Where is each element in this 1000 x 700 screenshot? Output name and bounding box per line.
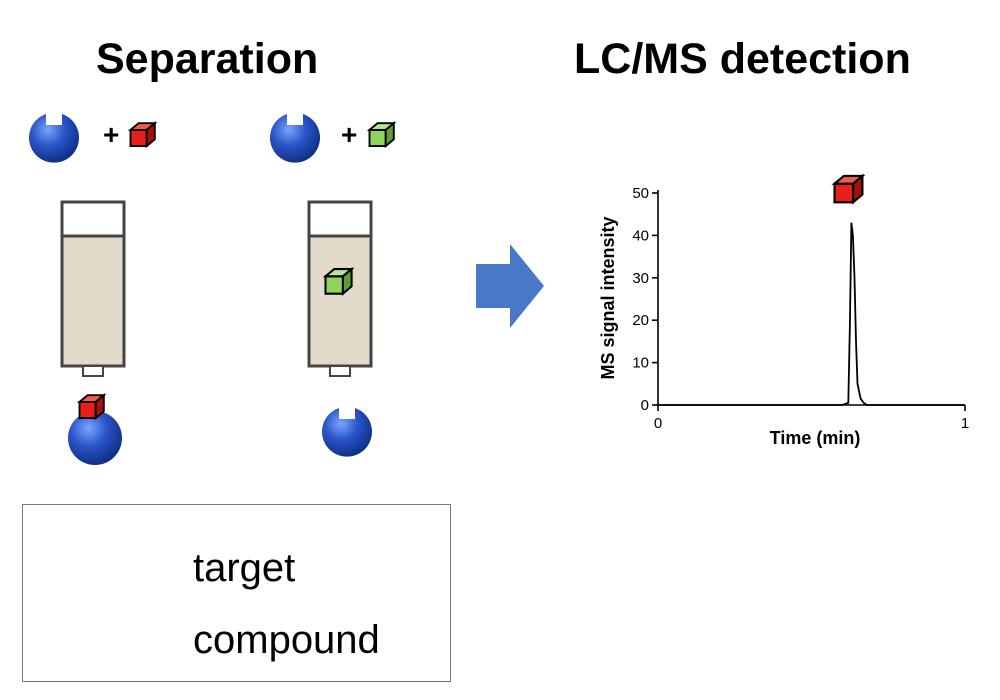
free-target-icon	[322, 408, 372, 457]
right-column	[307, 200, 373, 377]
y-axis-title: MS signal intensity	[598, 216, 618, 379]
red-compound-icon	[129, 122, 156, 148]
y-tick-label: 50	[632, 185, 649, 202]
y-tick-label: 10	[632, 355, 649, 372]
x-axis-title: Time (min)	[770, 428, 861, 448]
legend-box	[22, 504, 451, 682]
target-icon	[270, 114, 320, 163]
x-tick-label: 1	[961, 415, 969, 432]
bound-red-compound-icon	[78, 394, 105, 420]
legend-compound-label: compound	[193, 618, 380, 662]
plus-sign-left: +	[103, 119, 120, 150]
green-compound-icon	[368, 122, 395, 148]
chromatogram-trace	[658, 222, 965, 406]
y-tick-label: 20	[632, 312, 649, 329]
ms-chart: 0 10 20 30 40 50 0 1 Time (min) MS signal inte…	[598, 174, 969, 448]
peak-red-compound-icon	[833, 174, 864, 204]
process-arrow-icon	[476, 244, 544, 328]
y-tick-label: 30	[632, 270, 649, 287]
x-tick-label: 0	[654, 415, 662, 432]
separation-heading: Separation	[96, 35, 319, 83]
y-tick-label: 0	[641, 397, 649, 414]
plus-sign-right: +	[341, 119, 358, 150]
lcms-detection-heading: LC/MS detection	[574, 35, 911, 83]
target-icon	[29, 114, 79, 163]
y-tick-label: 40	[632, 227, 649, 244]
retained-green-compound-icon	[324, 268, 353, 295]
legend-target-label: target	[193, 546, 296, 590]
target-compound-complex	[68, 394, 122, 465]
left-column	[60, 200, 126, 377]
